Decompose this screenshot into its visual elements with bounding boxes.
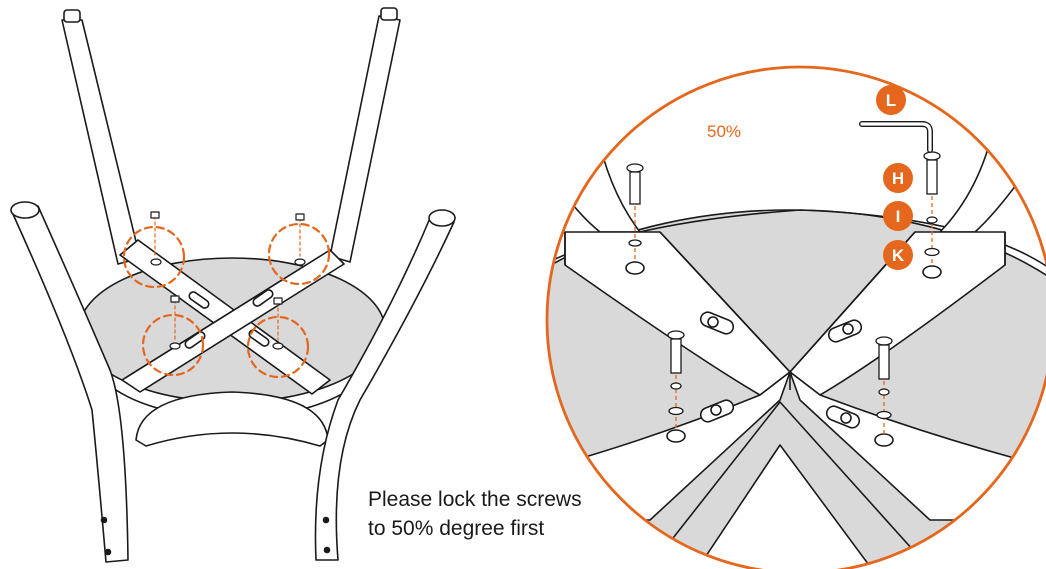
instruction-text: Please lock the screws to 50% degree fir… [368,485,668,543]
cross-brace-2 [121,249,345,393]
screw-assembly [626,163,644,262]
detail-view: 50% L H I K [545,65,1046,569]
highlight-circle [141,313,205,377]
highlight-circle [122,225,186,289]
stool-footring [135,391,329,447]
leg-hole [100,516,108,524]
stool-leg-front-left [11,205,129,563]
part-badge-allen-key: L [876,85,906,115]
detail-seat-rim [547,209,1046,331]
part-badge-flat-washer: K [883,240,913,270]
detail-holes [625,261,942,447]
screw-assembly [923,151,941,266]
screw-head [295,213,305,221]
percent-label: 50% [707,122,741,141]
detail-apron [689,444,881,569]
svg-text:L: L [886,91,896,110]
leg-cap [428,209,456,227]
stool-overview [10,7,456,563]
stool-leg-front-right [314,217,455,561]
screw-assembly [875,336,893,434]
detail-screws [626,151,941,434]
brace-slot [248,329,270,347]
screw-assembly [667,330,685,430]
detail-brace-nuts [699,311,863,429]
leg-cap [63,9,81,23]
brace-slot [252,289,274,307]
leg-cap [380,7,398,21]
instruction-line-2: to 50% degree first [368,517,545,540]
stool-leg-back-right [329,15,401,263]
brace-slot [188,291,210,309]
svg-text:I: I [896,207,901,226]
highlight-circle [246,315,310,379]
leg-cap [10,201,40,219]
instruction-line-1: Please lock the screws [368,488,582,511]
part-badge-spring-washer: I [883,201,913,231]
brace-slot [184,331,206,349]
screw-head [170,295,180,303]
leg-hole [322,516,330,524]
part-badge-screw: H [883,163,913,193]
screw-head [273,297,283,305]
leg-hole [104,548,112,556]
stool-leg-back-left [61,19,141,265]
svg-text:K: K [892,246,905,265]
svg-text:H: H [892,169,904,188]
overview-screws [150,211,306,350]
leg-hole [323,546,331,554]
detail-magnifier-ring [545,65,1046,569]
screw-highlights [122,222,331,379]
part-badges: L H I K [876,85,913,270]
highlight-circle [267,222,331,286]
screw-head [150,211,160,219]
